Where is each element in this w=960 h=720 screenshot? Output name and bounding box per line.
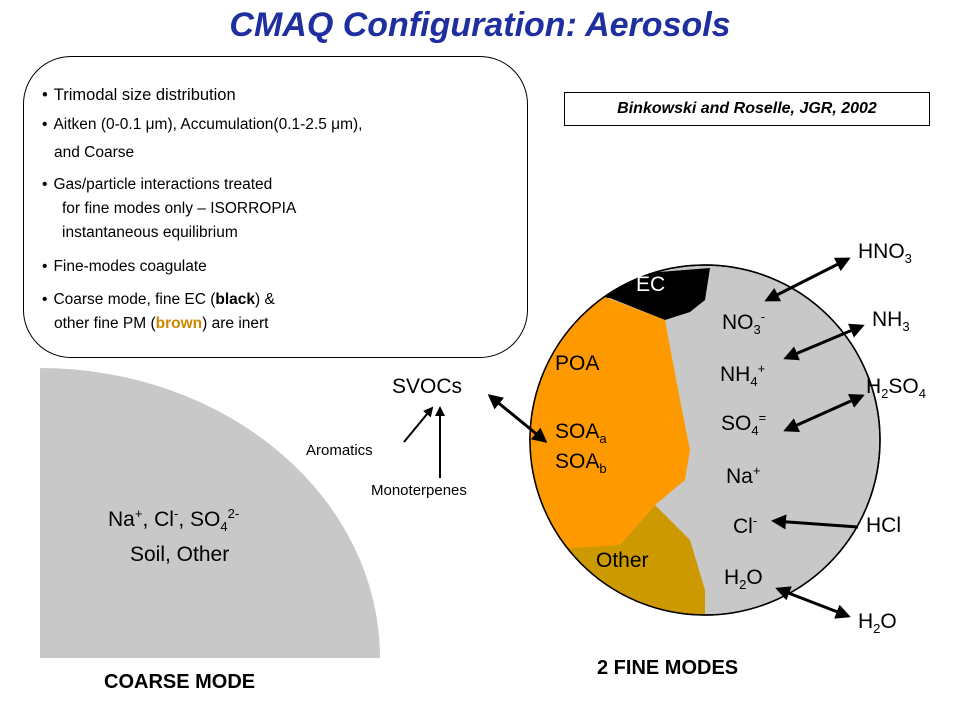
h2so4-gas-label: H2SO4 [866,375,927,402]
svocs-label: SVOCs [392,375,463,398]
subscript: 3 [753,322,761,338]
bullet-text: Gas/particle interactions treated [53,176,273,193]
subscript: 4 [918,386,927,402]
h2o-arrow [775,586,851,619]
coarse-mode-caption: COARSE MODE [104,671,256,693]
hcl-arrow [771,514,859,530]
charge: + [752,463,761,478]
h-text: H [866,375,882,398]
page-title: CMAQ Configuration: Aerosols [229,6,731,44]
other-label: Other [596,549,649,572]
hno3-gas-label: HNO3 [858,240,912,267]
subscript: 4 [750,374,758,390]
na-text: Na [108,508,135,531]
hno3-text: HNO [858,240,905,263]
subscript: 3 [904,251,912,267]
na-label: Na+ [726,463,761,489]
bullet-text: Fine-modes coagulate [53,258,207,275]
nh3-arrow [783,323,865,361]
nh3-text: NH [872,308,903,331]
brown-emphasis: brown [155,315,203,332]
cl-text: Cl [733,515,753,538]
ec-region [560,268,710,320]
no3-label: NO3- [722,309,766,338]
subscript: 2 [739,577,747,593]
nh4-text: NH [720,363,751,386]
subscript: 3 [902,319,910,335]
subscript: 4 [751,423,759,439]
nh3-gas-label: NH3 [872,308,910,335]
citation-box: Binkowski and Roselle, JGR, 2002 [564,92,930,126]
h2o-particle-label: H2O [724,566,763,593]
coarse-mode-shape [40,368,380,658]
hcl-gas-label: HCl [866,514,901,537]
bullet-item: •Fine-modes coagulate [42,258,207,275]
h-text: H [724,566,740,589]
h2so4-arrow [783,394,865,432]
ec-label: EC [636,273,666,296]
coarse-species-label: Na+, Cl-, SO42- [108,506,240,535]
h2o-gas-label: H2O [858,610,897,637]
subscript: b [599,461,607,477]
soa-text: SOA [555,420,600,443]
subscript: 2 [873,621,881,637]
bullet-text: Aitken (0-0.1 μm), Accumulation(0.1-2.5 … [53,116,363,133]
bullet-item: •Aitken (0-0.1 μm), Accumulation(0.1-2.5… [42,116,363,133]
charge: - [752,513,758,528]
aromatics-arrow [403,406,434,443]
black-emphasis: black [215,291,256,308]
bullet-item: •Coarse mode, fine EC (black) & [42,291,275,308]
fine-modes-caption: 2 FINE MODES [597,657,739,679]
svocs-soa-arrow [487,394,548,443]
bullet-text: ) are inert [202,315,269,332]
hno3-arrow [764,257,851,302]
charge: + [134,506,143,521]
aromatics-label: Aromatics [306,442,373,459]
so4-text: , SO [178,508,221,531]
poa-label: POA [555,352,600,375]
so-text: SO [888,375,919,398]
bullet-text-cont: instantaneous equilibrium [62,224,238,241]
o-text: O [880,610,897,633]
bullet-text: Coarse mode, fine EC ( [53,291,216,308]
subscript: a [599,431,607,447]
bullet-box [23,56,528,358]
monoterpenes-label: Monoterpenes [371,482,467,499]
soa-a-label: SOAa [555,420,607,447]
so4-label: SO4= [721,410,767,439]
bullet-text: other fine PM ( [54,315,156,332]
so4-text: SO [721,412,752,435]
charge: - [173,506,179,521]
subscript: 2 [881,386,889,402]
na-text: Na [726,465,753,488]
cl-text: , Cl [142,508,174,531]
coarse-soil-label: Soil, Other [130,543,230,566]
bullet-text: Trimodal size distribution [53,86,236,104]
soa-b-label: SOAb [555,450,607,477]
bullet-text: ) & [255,291,275,308]
bullet-text-cont: and Coarse [54,144,135,161]
h-text: H [858,610,874,633]
organic-region [530,295,690,555]
nh4-label: NH4+ [720,361,766,390]
charge: - [760,309,766,324]
soa-text: SOA [555,450,600,473]
subscript: 4 [220,519,228,535]
cl-label: Cl- [733,513,758,539]
charge: 2- [227,506,240,521]
charge: = [758,410,767,425]
no3-text: NO [722,311,754,334]
o-text: O [746,566,763,589]
charge: + [757,361,766,376]
bullet-item: •Trimodal size distribution [42,86,236,104]
bullet-text-cont: for fine modes only – ISORROPIA [62,200,297,217]
bullet-item: •Gas/particle interactions treated [42,176,273,193]
bullet-text-cont: other fine PM (brown) are inert [42,313,269,335]
